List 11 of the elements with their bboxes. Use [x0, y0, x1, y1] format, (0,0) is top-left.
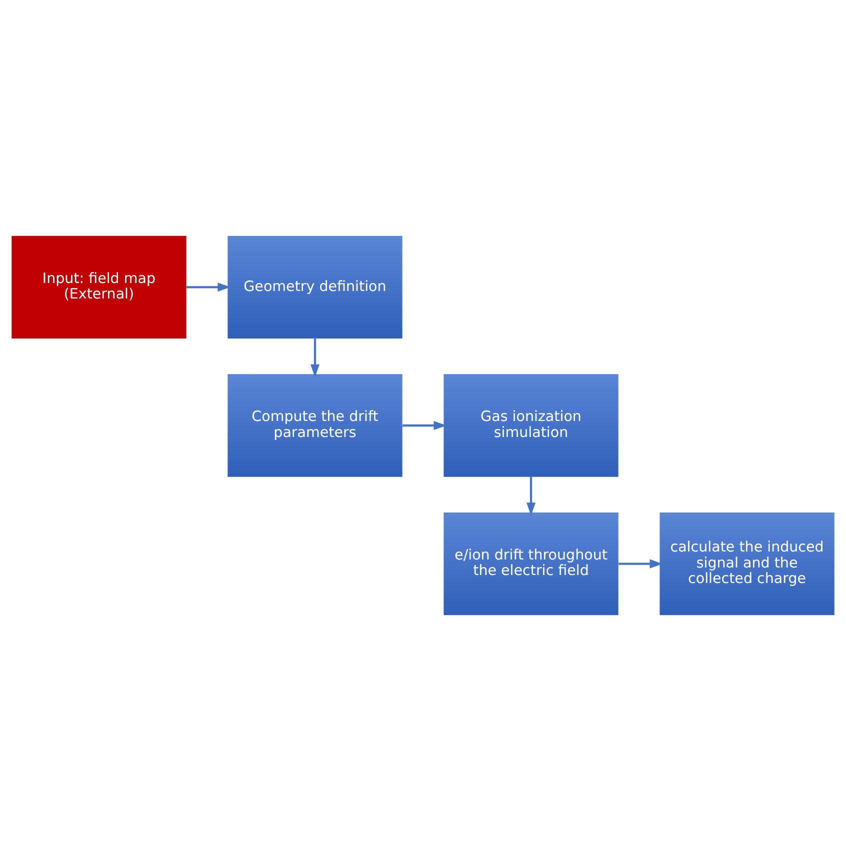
arrow — [402, 421, 447, 430]
node-box: e/ion drift throughout the electric field — [444, 512, 618, 616]
arrow — [618, 559, 663, 568]
node-box: Gas ionization simulation — [444, 374, 618, 477]
node-box: Compute the drift parameters — [228, 374, 402, 477]
arrow — [526, 477, 536, 516]
node-box: Input: field map (External) — [12, 236, 186, 339]
arrow — [186, 282, 231, 292]
arrow — [310, 338, 320, 378]
node-box: calculate the induced signal and the collected charge — [660, 512, 834, 616]
node-box: Geometry definition — [228, 236, 402, 339]
